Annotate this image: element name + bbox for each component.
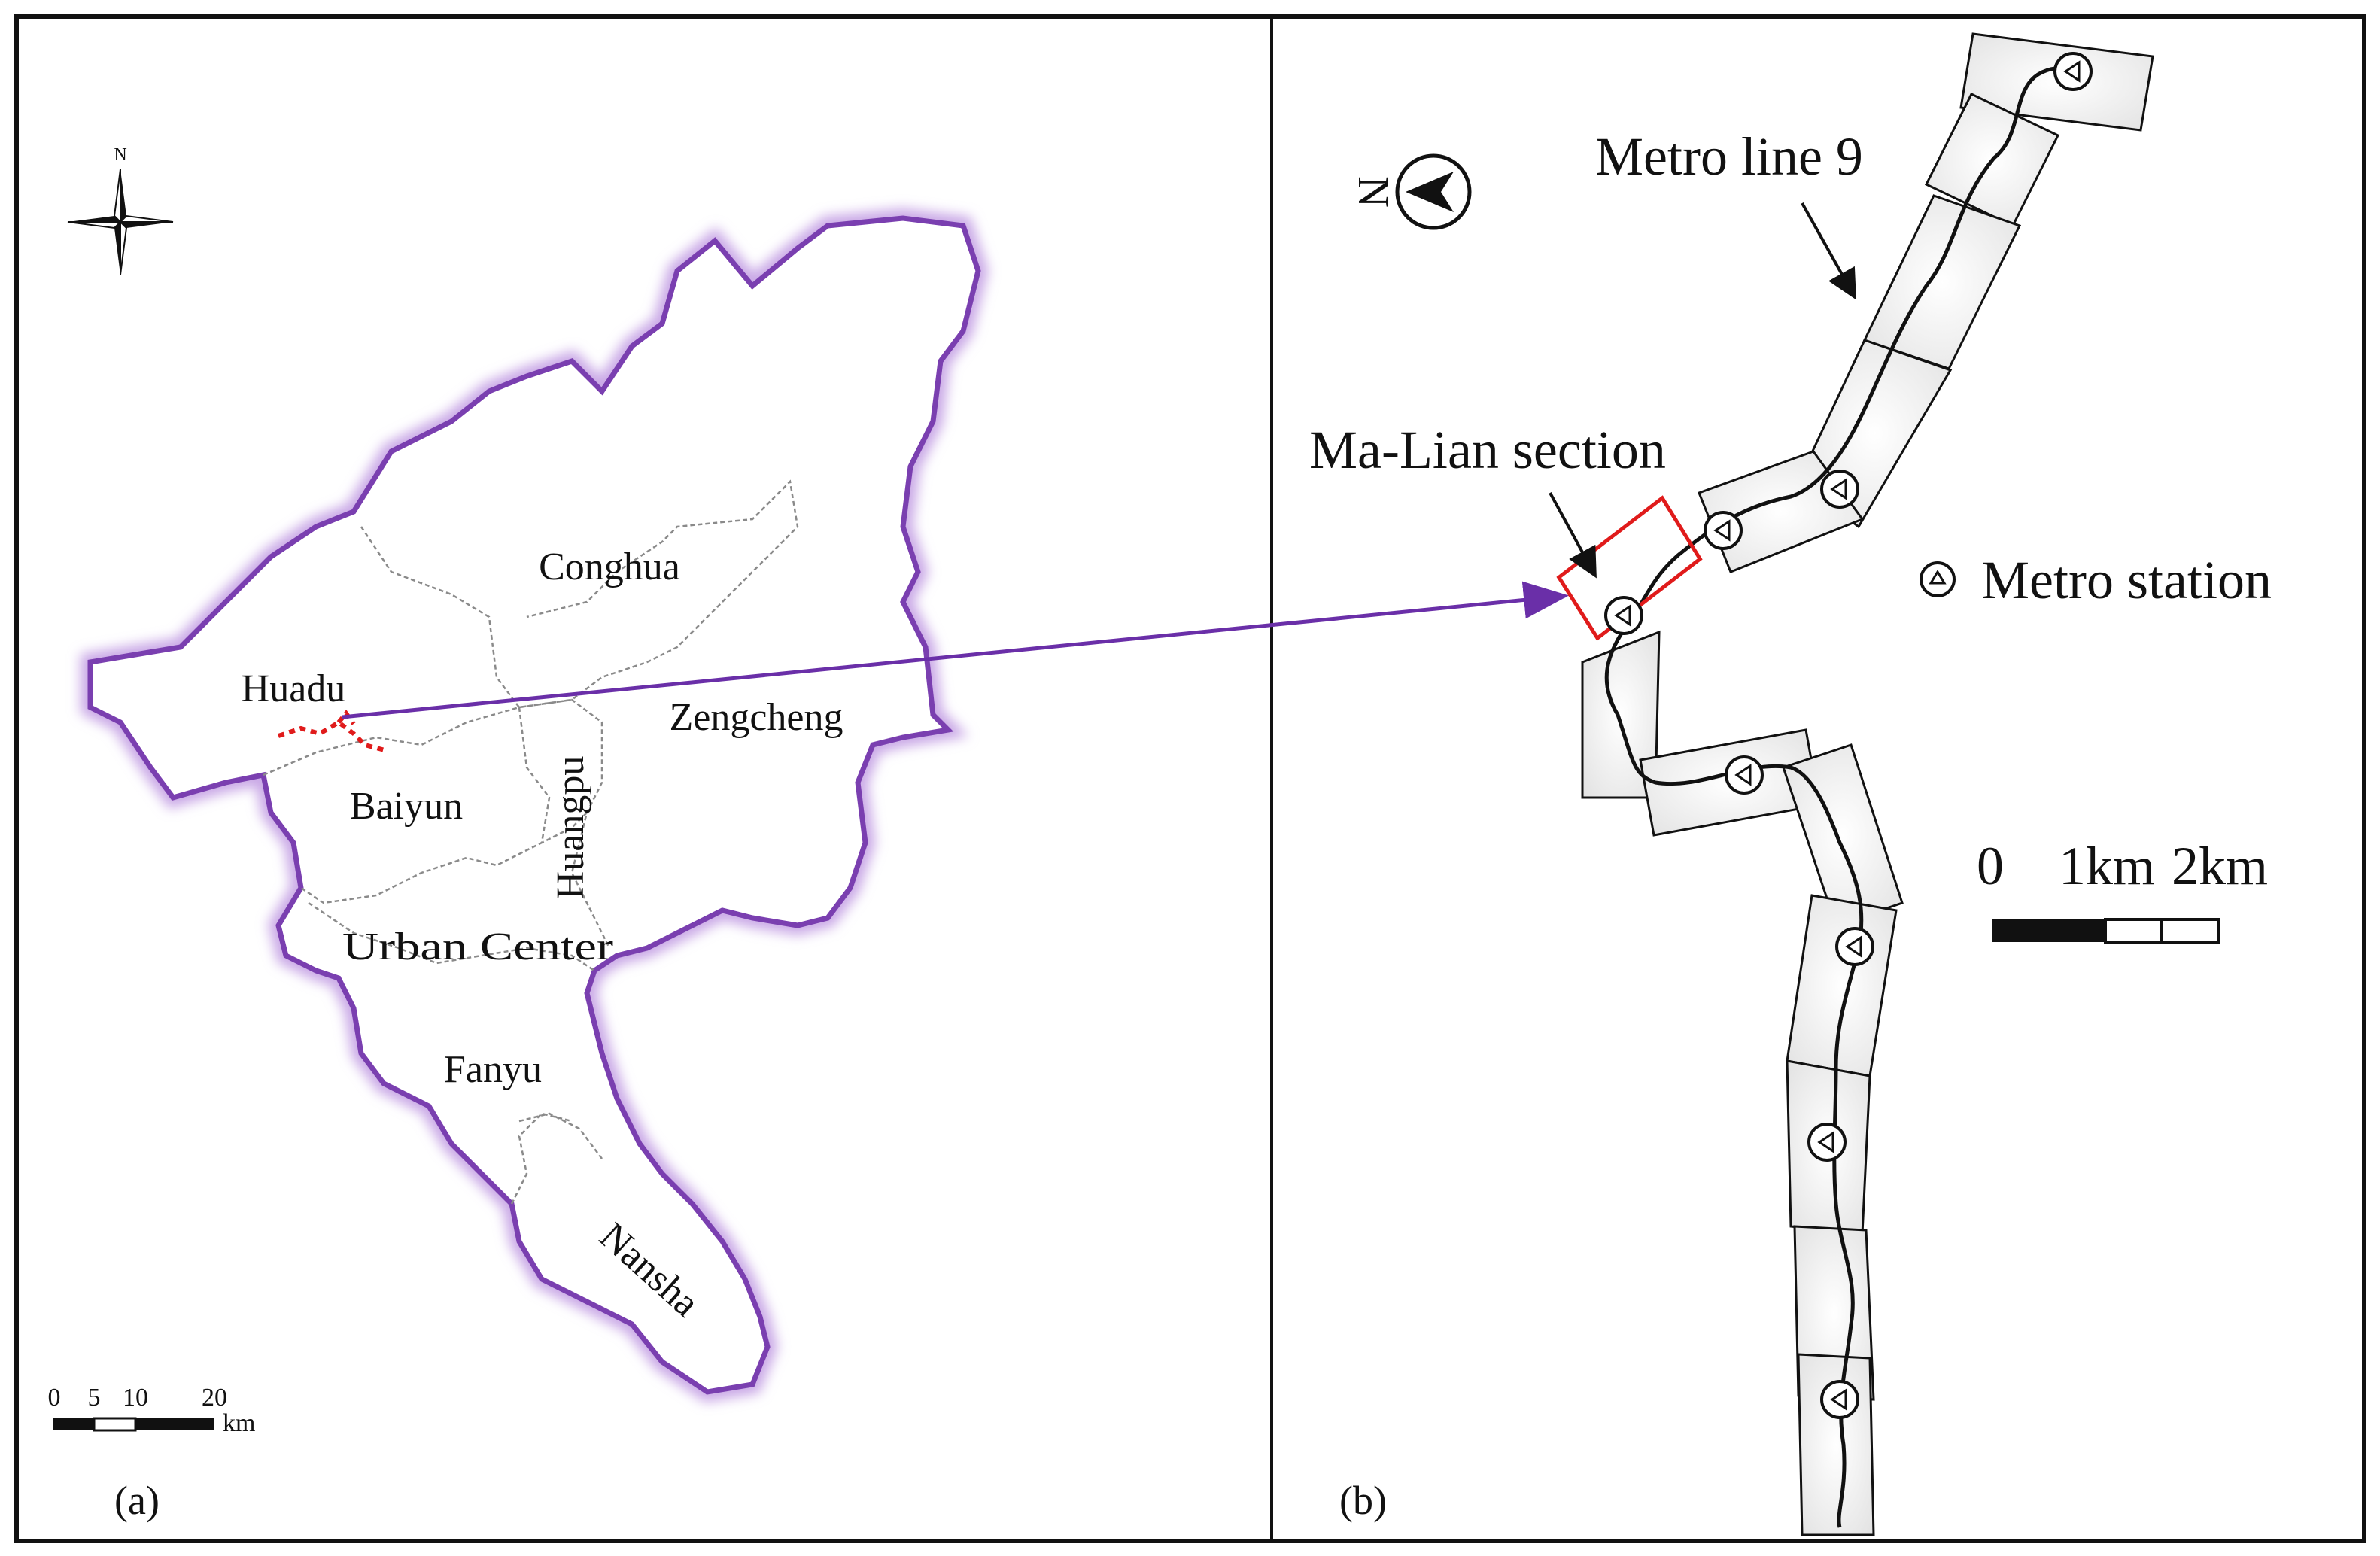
legend: Metro station: [1920, 550, 2272, 610]
city-boundary: [87, 215, 981, 1395]
scale-b-tick-1km: 1km: [2059, 836, 2155, 896]
panel-a-label: (a): [114, 1478, 160, 1523]
section-label: Ma-Lian section: [1309, 420, 1666, 480]
metro-line-label: Metro line 9: [1595, 126, 1863, 187]
scale-a-tick-10: 10: [123, 1384, 148, 1412]
section-label-pointer: [1549, 492, 1597, 579]
legend-station-icon: [1920, 561, 1956, 597]
metro-station-icon: [1820, 1380, 1859, 1419]
panel-a: N Conghua Huadu Zengcheng Baiyun Huangpu…: [48, 145, 1569, 1523]
district-label-fanyu: Fanyu: [444, 1048, 542, 1091]
metro-line-9-branch: [336, 710, 356, 725]
metro-station-icon: [1604, 596, 1643, 635]
metro-station-icon: [2053, 52, 2093, 91]
metro-line-9-route: [278, 719, 388, 753]
ma-lian-section-box: [1556, 495, 1703, 641]
district-label-baiyun: Baiyun: [350, 785, 463, 828]
north-indicator-label: N: [1349, 176, 1398, 208]
district-label-huadu: Huadu: [242, 667, 346, 710]
panel-b: N: [1309, 32, 2272, 1536]
metro-station-icon: [1725, 755, 1764, 795]
scale-b-tick-0: 0: [1977, 836, 2004, 896]
district-label-huangpu: Huangpu: [549, 756, 592, 900]
metro-station-icon: [1835, 927, 1874, 966]
district-label-zengcheng: Zengcheng: [669, 696, 843, 739]
scale-bar-b: 0 1km 2km: [1977, 836, 2268, 944]
district-boundaries: [263, 479, 799, 1205]
district-label-urban-center: Urban Center: [342, 925, 613, 968]
scale-bar-a: 0 5 10 20 km: [48, 1384, 256, 1437]
scale-a-tick-0: 0: [48, 1384, 61, 1412]
scale-a-tick-5: 5: [88, 1384, 101, 1412]
metro-line-9-path: [1604, 65, 2074, 1528]
compass-north-label: N: [114, 145, 126, 165]
locator-arrow: [342, 581, 1569, 719]
legend-station-label: Metro station: [1981, 550, 2272, 610]
metro-station-icon: [1820, 470, 1859, 509]
figure-frame: [14, 14, 2366, 1543]
metro-stations: [1604, 52, 2093, 1419]
metro-station-icon: [1807, 1123, 1847, 1162]
scale-a-unit: km: [223, 1409, 255, 1437]
metro-line-label-pointer: [1801, 202, 1856, 300]
scale-a-tick-20: 20: [202, 1384, 227, 1412]
panel-b-label: (b): [1339, 1478, 1387, 1523]
district-label-conghua: Conghua: [539, 546, 680, 588]
north-indicator-icon: N: [1349, 153, 1472, 230]
metro-station-icon: [1704, 511, 1743, 550]
scale-b-tick-2km: 2km: [2172, 836, 2268, 896]
compass-rose-icon: N: [67, 145, 174, 275]
